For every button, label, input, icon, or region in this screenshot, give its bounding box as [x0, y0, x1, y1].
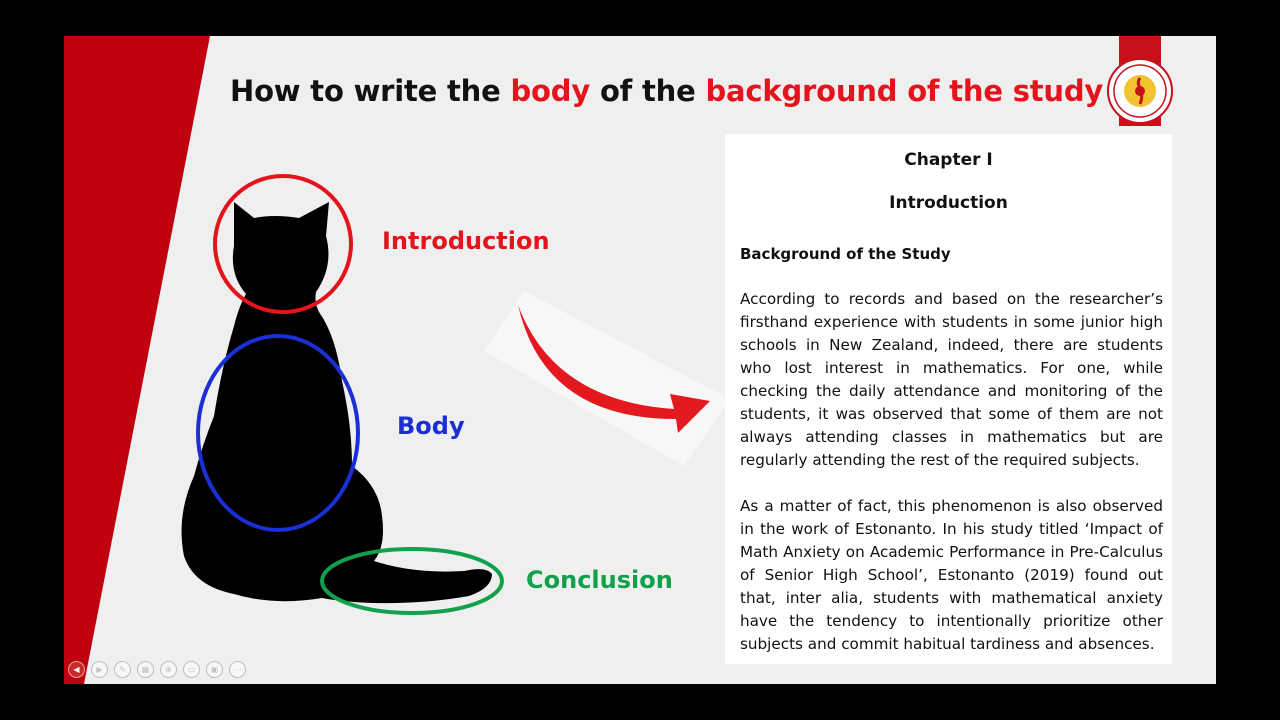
section-heading: Background of the Study	[740, 245, 951, 263]
introduction-label: Introduction	[382, 227, 550, 255]
subtitles-icon[interactable]: ▭	[183, 661, 200, 678]
conclusion-ellipse	[320, 547, 504, 615]
introduction-heading: Introduction	[889, 193, 1008, 213]
slide: How to write the body of the background …	[64, 36, 1216, 684]
body-ellipse	[196, 334, 360, 532]
university-seal-icon	[1107, 58, 1173, 124]
previous-icon[interactable]: ◀	[68, 661, 85, 678]
cat-silhouette-diagram	[181, 174, 504, 615]
presentation-controls: ◀ ▶ ✎ ▦ ⊕ ▭ ▣ ⋯	[68, 661, 246, 681]
paragraph-1: According to records and based on the re…	[740, 290, 1163, 469]
chapter-heading: Chapter I	[904, 150, 993, 170]
more-options-icon[interactable]: ⋯	[229, 661, 246, 678]
camera-icon[interactable]: ▣	[206, 661, 223, 678]
body-label: Body	[397, 412, 465, 440]
introduction-circle	[213, 174, 353, 314]
conclusion-label: Conclusion	[526, 566, 673, 594]
next-icon[interactable]: ▶	[91, 661, 108, 678]
slide-title: How to write the body of the background …	[230, 74, 1104, 108]
paragraph-2: As a matter of fact, this phenomenon is …	[740, 497, 1163, 653]
red-diagonal-band	[64, 36, 210, 684]
curved-arrow-icon	[484, 291, 730, 466]
pen-icon[interactable]: ✎	[114, 661, 131, 678]
zoom-icon[interactable]: ⊕	[160, 661, 177, 678]
cat-silhouette	[181, 202, 493, 604]
document-excerpt: Chapter I Introduction Background of the…	[725, 134, 1172, 664]
slides-grid-icon[interactable]: ▦	[137, 661, 154, 678]
